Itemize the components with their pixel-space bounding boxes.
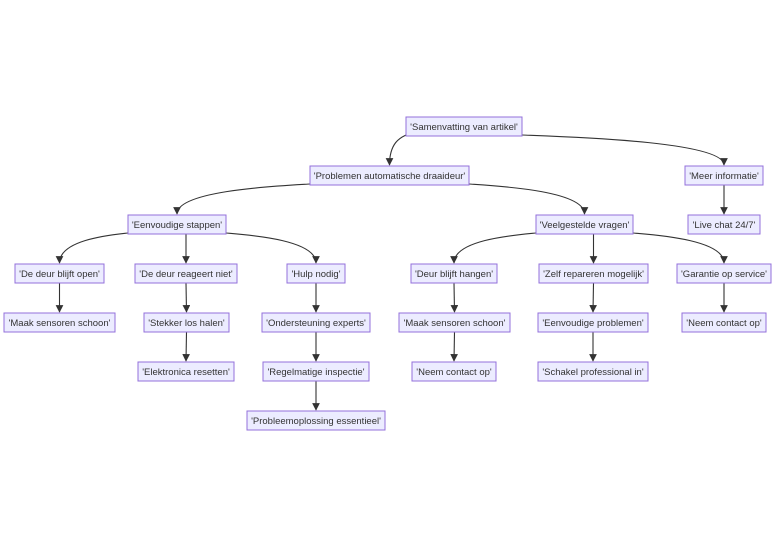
node-box [246,410,386,431]
node-box [537,312,649,333]
node-zelf: 'Zelf repareren mogelijk' [538,263,649,284]
node-eenvoudig: 'Eenvoudige stappen' [127,214,227,235]
node-label: 'Samenvatting van artikel' [410,122,518,133]
node-label: 'Probleemoplossing essentieel' [251,416,381,427]
edge-sensoren2-to-contact2 [450,331,458,362]
node-label: 'Eenvoudige stappen' [132,220,222,231]
node-box [535,214,634,235]
edge-root-to-problemen [385,134,407,166]
node-box [137,361,235,382]
node-deuropen: 'De deur blijft open' [14,263,105,284]
node-box [14,263,105,284]
node-meer: 'Meer informatie' [684,165,764,186]
node-sensoren1: 'Maak sensoren schoon' [3,312,116,333]
node-box [143,312,230,333]
node-label: 'Problemen automatische draaideur' [314,171,466,182]
node-veelgesteld: 'Veelgestelde vragen' [535,214,634,235]
node-hangen: 'Deur blijft hangen' [410,263,498,284]
node-probleemoplossing: 'Probleemoplossing essentieel' [246,410,386,431]
node-label: 'Schakel professional in' [542,367,644,378]
node-box [411,361,497,382]
node-ondersteuning: 'Ondersteuning experts' [261,312,371,333]
edge-reageert-to-stekker [182,282,191,313]
node-garantie: 'Garantie op service' [676,263,772,284]
node-contact1: 'Neem contact op' [681,312,767,333]
node-box [676,263,772,284]
node-label: 'Stekker los halen' [148,318,225,329]
edge-root-to-meer [521,134,728,166]
node-livechat: 'Live chat 24/7' [687,214,761,235]
edge-eenvoudig-to-deuropen [55,232,129,264]
edge-veelgesteld-to-garantie [632,232,728,264]
edge-zelf-to-eenvprob [589,282,597,313]
node-label: 'Elektronica resetten' [142,367,230,378]
node-eenvprob: 'Eenvoudige problemen' [537,312,649,333]
node-label: 'Live chat 24/7' [693,220,756,231]
node-box [3,312,116,333]
node-box [537,361,649,382]
node-label: 'Regelmatige inspectie' [267,367,364,378]
node-label: 'Eenvoudige problemen' [542,318,644,329]
node-box [538,263,649,284]
node-box [405,116,523,137]
node-label: 'De deur blijft open' [19,269,100,280]
node-label: 'Deur blijft hangen' [415,269,493,280]
node-hulp: 'Hulp nodig' [286,263,346,284]
edge-problemen-to-veelgesteld [468,183,589,215]
node-box [127,214,227,235]
node-label: 'Hulp nodig' [291,269,340,280]
node-label: 'Garantie op service' [681,269,767,280]
node-box [410,263,498,284]
node-stekker: 'Stekker los halen' [143,312,230,333]
node-label: 'Maak sensoren schoon' [9,318,111,329]
node-label: 'Ondersteuning experts' [266,318,366,329]
node-contact2: 'Neem contact op' [411,361,497,382]
edge-veelgesteld-to-hangen [450,232,537,264]
node-box [261,312,371,333]
node-reageert: 'De deur reageert niet' [134,263,238,284]
node-box [684,165,764,186]
node-elektronica: 'Elektronica resetten' [137,361,235,382]
node-box [309,165,470,186]
node-label: 'De deur reageert niet' [139,269,233,280]
node-problemen: 'Problemen automatische draaideur' [309,165,470,186]
node-root: 'Samenvatting van artikel' [405,116,523,137]
node-box [681,312,767,333]
node-label: 'Neem contact op' [686,318,762,329]
nodes-layer: 'Samenvatting van artikel' 'Problemen aut… [3,116,772,431]
edge-eenvoudig-to-hulp [225,232,320,264]
edge-stekker-to-elektronica [182,331,190,362]
node-label: 'Veelgestelde vragen' [540,220,630,231]
node-box [262,361,370,382]
node-inspectie: 'Regelmatige inspectie' [262,361,370,382]
edges-layer [55,134,728,411]
node-box [134,263,238,284]
node-box [286,263,346,284]
node-box [398,312,511,333]
node-label: 'Zelf repareren mogelijk' [543,269,644,280]
edge-hangen-to-sensoren2 [450,282,459,313]
node-sensoren2: 'Maak sensoren schoon' [398,312,511,333]
node-label: 'Maak sensoren schoon' [404,318,506,329]
node-schakel: 'Schakel professional in' [537,361,649,382]
edge-problemen-to-eenvoudig [173,183,311,215]
node-label: 'Neem contact op' [416,367,492,378]
node-box [687,214,761,235]
node-label: 'Meer informatie' [689,171,759,182]
